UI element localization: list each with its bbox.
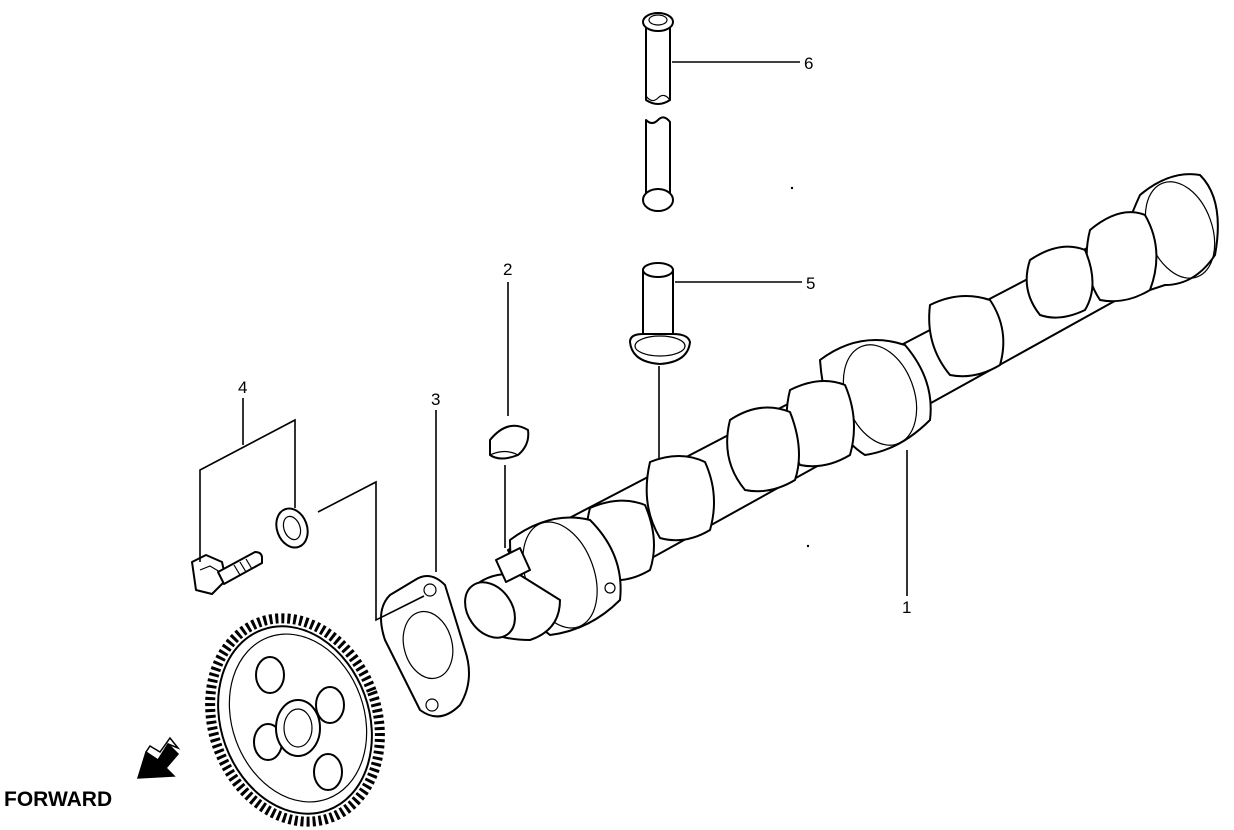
- forward-arrow-icon: [136, 736, 181, 779]
- tappet: [629, 262, 691, 365]
- camshaft-gear: [205, 613, 385, 827]
- callout-1: 1: [902, 598, 911, 617]
- callout-2: 2: [503, 260, 512, 279]
- bolt: [191, 551, 263, 595]
- callout-6: 6: [804, 54, 813, 73]
- woodruff-key: [489, 424, 530, 460]
- thrust-plate: [380, 575, 470, 718]
- forward-label: FORWARD: [4, 788, 112, 811]
- callout-4: 4: [238, 378, 247, 397]
- callout-3: 3: [431, 390, 440, 409]
- camshaft: [464, 173, 1219, 641]
- lock-washer: [275, 507, 309, 549]
- push-rod: [642, 12, 674, 212]
- callout-5: 5: [806, 274, 815, 293]
